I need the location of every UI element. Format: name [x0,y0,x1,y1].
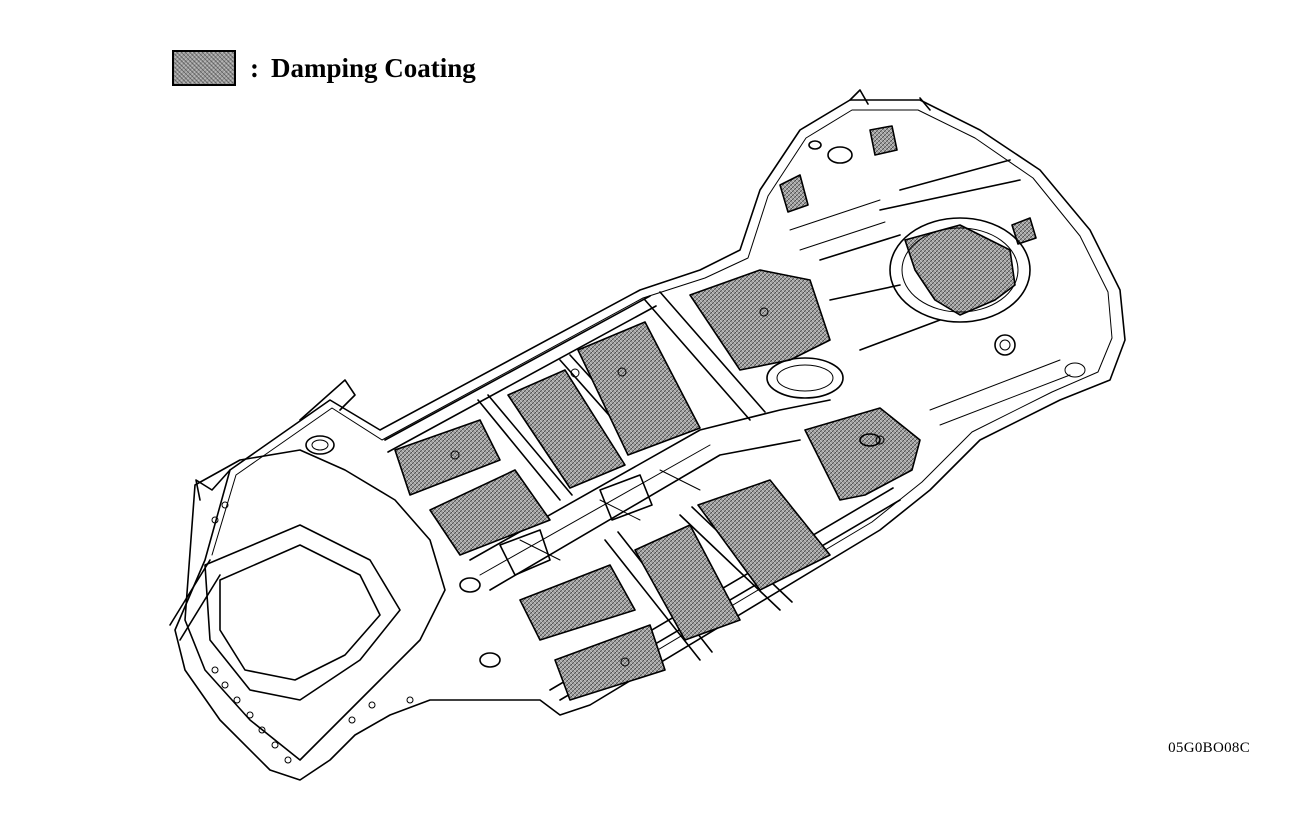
legend-swatch-damping-coating [172,50,236,86]
coating-panel-front-right-a [519,564,636,641]
coating-panel-front-right-b [554,624,666,701]
coating-patch-rear-upper-a [779,174,809,213]
figure-code: 05G0BO08C [1168,740,1250,756]
coating-panel-rear-right [804,407,921,501]
coating-patch-rear-upper-b [869,125,898,156]
coating-panel-front-left-a [394,419,501,496]
coating-panel-rear-left [689,269,831,371]
coating-panel-mid-left-b [577,321,701,456]
coating-panel-front-left-b [429,469,551,556]
legend-separator: : [250,52,259,83]
center-tunnel [469,399,831,591]
legend: : Damping Coating [172,48,476,88]
damping-coating-panels [394,125,1037,701]
coating-panel-mid-right-b [697,479,831,591]
coating-patch-rear-upper-c [1011,217,1037,245]
coating-panel-mid-right-a [634,524,741,641]
coating-panel-mid-left-a [507,369,626,489]
panel-holes [450,307,885,667]
front-subframe [169,379,501,764]
legend-label: Damping Coating [271,52,476,83]
front-crossmember-holes [211,501,414,764]
body-outline [174,99,1126,781]
coating-panel-spare-tire-well [904,224,1016,316]
rear-floor [766,89,1086,447]
